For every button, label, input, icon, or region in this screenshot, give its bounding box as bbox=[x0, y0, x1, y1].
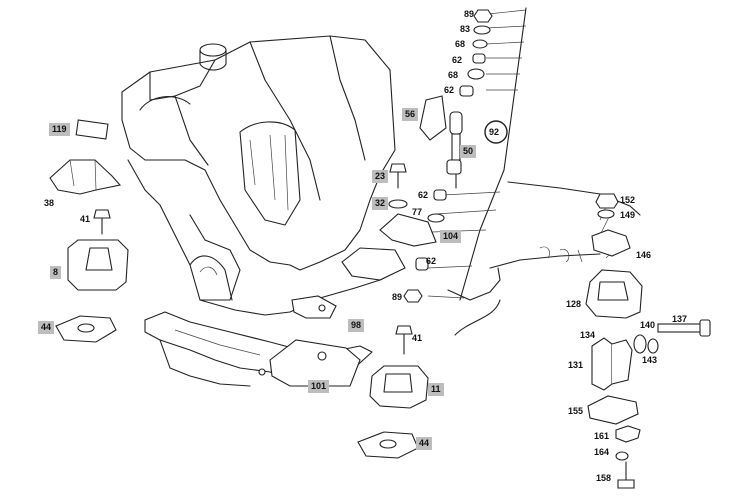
callout-label: 161 bbox=[594, 431, 610, 441]
engine-block bbox=[121, 35, 401, 316]
callout-label: 56 bbox=[402, 108, 419, 121]
callout-label: 137 bbox=[672, 314, 688, 324]
reference-circle-label: 92 bbox=[489, 127, 500, 137]
callout-label: 149 bbox=[620, 210, 636, 220]
center-mounts bbox=[269, 325, 429, 459]
callout-label: 89 bbox=[392, 292, 403, 302]
callout-label: 104 bbox=[440, 230, 462, 243]
callout-label: 140 bbox=[640, 320, 656, 330]
callout-label: 41 bbox=[80, 214, 91, 224]
upper-hardware bbox=[291, 9, 493, 319]
callout-label: 62 bbox=[426, 256, 437, 266]
callout-label: 77 bbox=[412, 207, 423, 217]
callout-label: 11 bbox=[428, 383, 444, 396]
callout-label: 101 bbox=[308, 380, 330, 393]
callout-label: 68 bbox=[455, 39, 466, 49]
callout-label: 44 bbox=[38, 321, 55, 334]
callout-label: 155 bbox=[568, 406, 584, 416]
callout-label: 152 bbox=[620, 195, 636, 205]
callout-label: 38 bbox=[44, 198, 55, 208]
reference-circle bbox=[484, 120, 508, 144]
callout-label: 89 bbox=[464, 9, 475, 19]
callout-label: 50 bbox=[460, 145, 477, 158]
callout-label: 44 bbox=[416, 437, 433, 450]
callout-label: 8 bbox=[50, 266, 62, 279]
right-parts bbox=[585, 193, 711, 489]
callout-label: 143 bbox=[642, 355, 658, 365]
callout-label: 131 bbox=[568, 360, 584, 370]
callout-label: 62 bbox=[444, 85, 455, 95]
callout-label: 164 bbox=[594, 447, 610, 457]
callout-label: 134 bbox=[580, 330, 596, 340]
callout-label: 128 bbox=[566, 299, 582, 309]
callout-label: 158 bbox=[596, 473, 612, 483]
callout-label: 32 bbox=[372, 197, 389, 210]
callout-label: 83 bbox=[460, 24, 471, 34]
callout-label: 119 bbox=[49, 123, 70, 136]
callout-label: 41 bbox=[412, 333, 423, 343]
callout-label: 62 bbox=[418, 190, 429, 200]
callout-label: 146 bbox=[636, 250, 652, 260]
callout-label: 23 bbox=[372, 170, 389, 183]
callout-label: 68 bbox=[448, 70, 459, 80]
left-parts bbox=[49, 119, 129, 343]
callout-label: 62 bbox=[452, 55, 463, 65]
callout-label: 98 bbox=[348, 319, 365, 332]
